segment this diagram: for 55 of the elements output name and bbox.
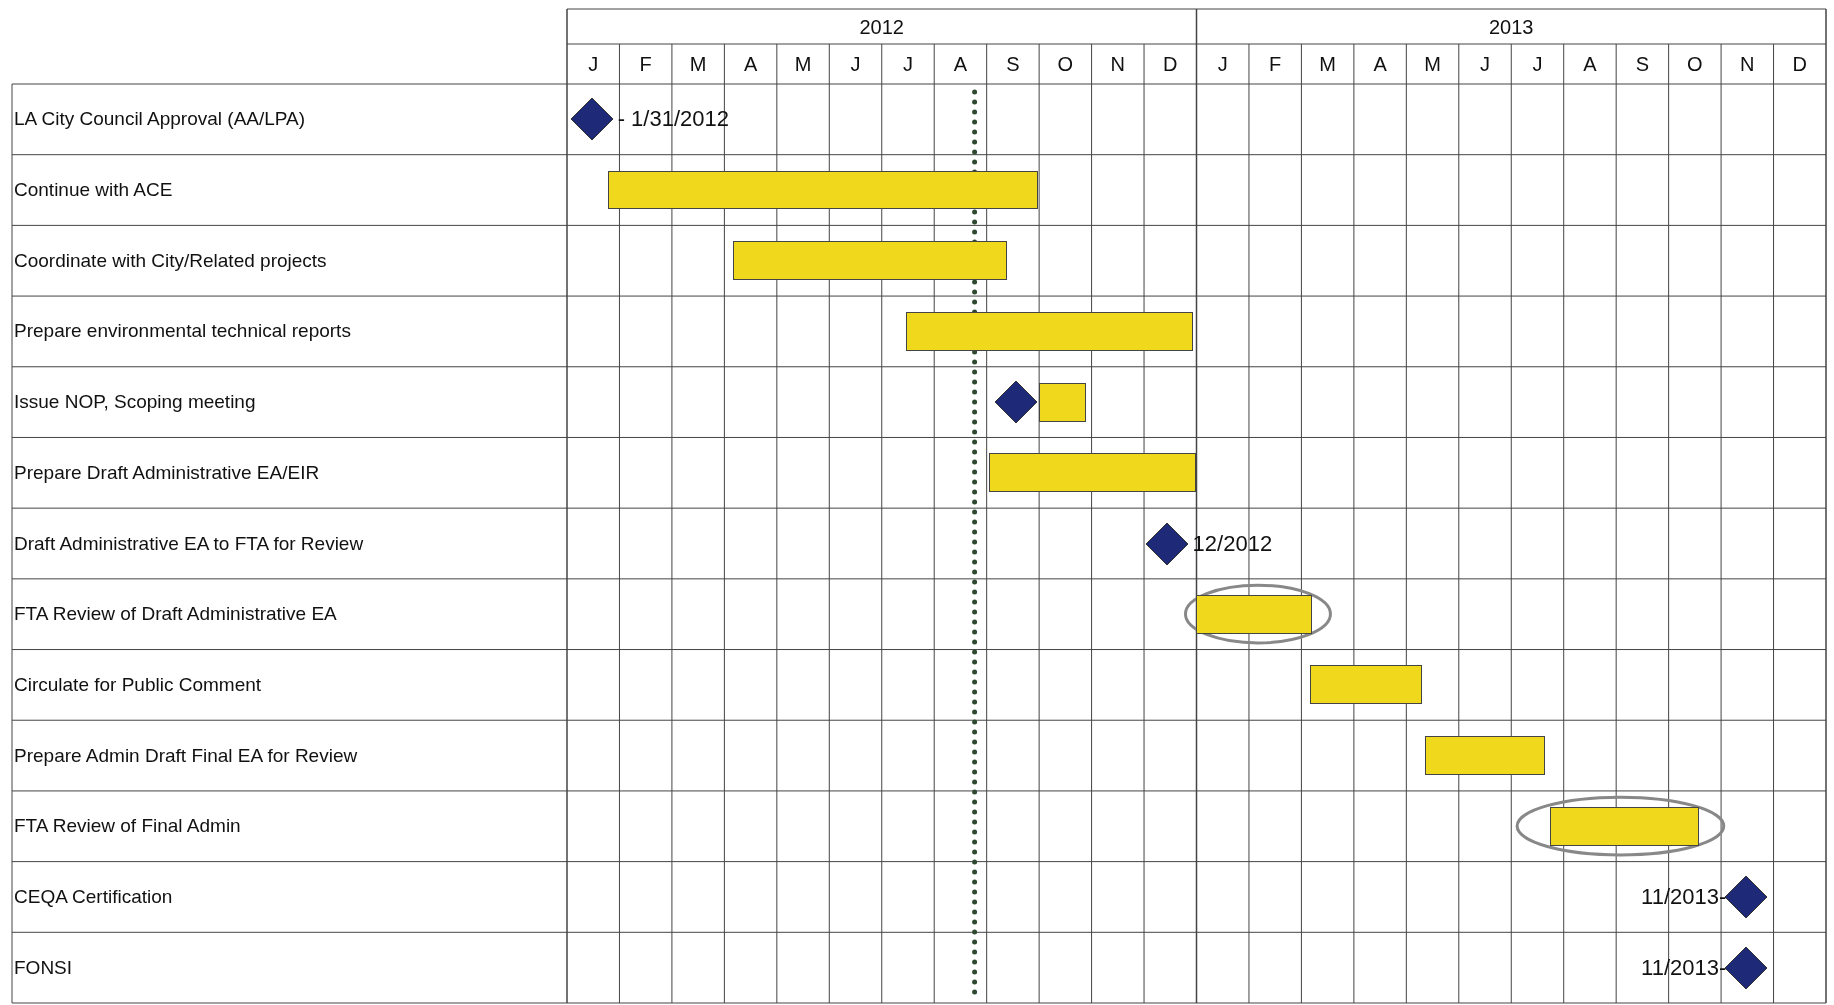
month-label: J	[850, 52, 861, 76]
month-label: J	[1217, 52, 1228, 76]
task-bar	[1196, 594, 1312, 634]
month-label: N	[1110, 52, 1126, 76]
task-name: FTA Review of Final Admin	[14, 815, 241, 838]
highlight-ellipse	[1183, 584, 1332, 645]
task-name: Prepare Admin Draft Final EA for Review	[14, 744, 358, 767]
milestone-diamond	[993, 380, 1038, 425]
task-bar	[988, 453, 1197, 493]
month-label: A	[1583, 52, 1597, 76]
month-label: J	[1480, 52, 1490, 76]
month-label: F	[1269, 52, 1282, 76]
task-name: FTA Review of Draft Administrative EA	[14, 603, 337, 626]
month-label: M	[794, 52, 812, 76]
task-bar	[607, 170, 1038, 210]
task-name: Coordinate with City/Related projects	[14, 249, 327, 272]
task-name: FONSI	[14, 956, 73, 979]
task-bar	[1310, 665, 1423, 705]
month-label: N	[1740, 52, 1755, 76]
month-label: M	[1319, 52, 1336, 76]
month-label: O	[1687, 52, 1703, 76]
month-label: J	[588, 52, 599, 76]
highlight-ellipse	[1515, 796, 1727, 857]
milestone-diamond	[1724, 874, 1769, 919]
year-label: 2013	[1489, 15, 1534, 38]
month-label: J	[1532, 52, 1543, 76]
month-label: F	[639, 52, 652, 76]
month-label: M	[1424, 52, 1441, 76]
milestone-diamond	[1144, 521, 1189, 566]
task-name: Issue NOP, Scoping meeting	[14, 391, 256, 414]
milestone-diamond	[1724, 945, 1769, 990]
task-bar	[733, 241, 1008, 281]
task-bar	[1425, 736, 1545, 775]
month-label: A	[1373, 52, 1387, 76]
month-label: M	[689, 52, 707, 76]
month-label: A	[953, 52, 968, 76]
month-label: D	[1792, 52, 1807, 76]
month-label: S	[1006, 52, 1020, 76]
task-name: Prepare Draft Administrative EA/EIR	[14, 461, 320, 484]
task-bar	[1549, 806, 1700, 846]
task-name: Draft Administrative EA to FTA for Review	[14, 532, 364, 555]
year-label: 2012	[859, 15, 904, 38]
month-label: O	[1057, 52, 1074, 76]
task-name: Prepare environmental technical reports	[14, 320, 351, 343]
month-label: S	[1635, 52, 1650, 76]
task-name: CEQA Certification	[14, 885, 173, 908]
task-bar	[906, 311, 1194, 351]
task-bar	[1039, 382, 1086, 422]
month-label: A	[743, 52, 758, 76]
milestone-diamond	[569, 97, 614, 142]
month-label: D	[1163, 52, 1178, 76]
task-name: Continue with ACE	[14, 179, 173, 202]
month-label: J	[902, 52, 913, 76]
task-name: Circulate for Public Comment	[14, 673, 262, 696]
task-name: LA City Council Approval (AA/LPA)	[14, 108, 306, 131]
